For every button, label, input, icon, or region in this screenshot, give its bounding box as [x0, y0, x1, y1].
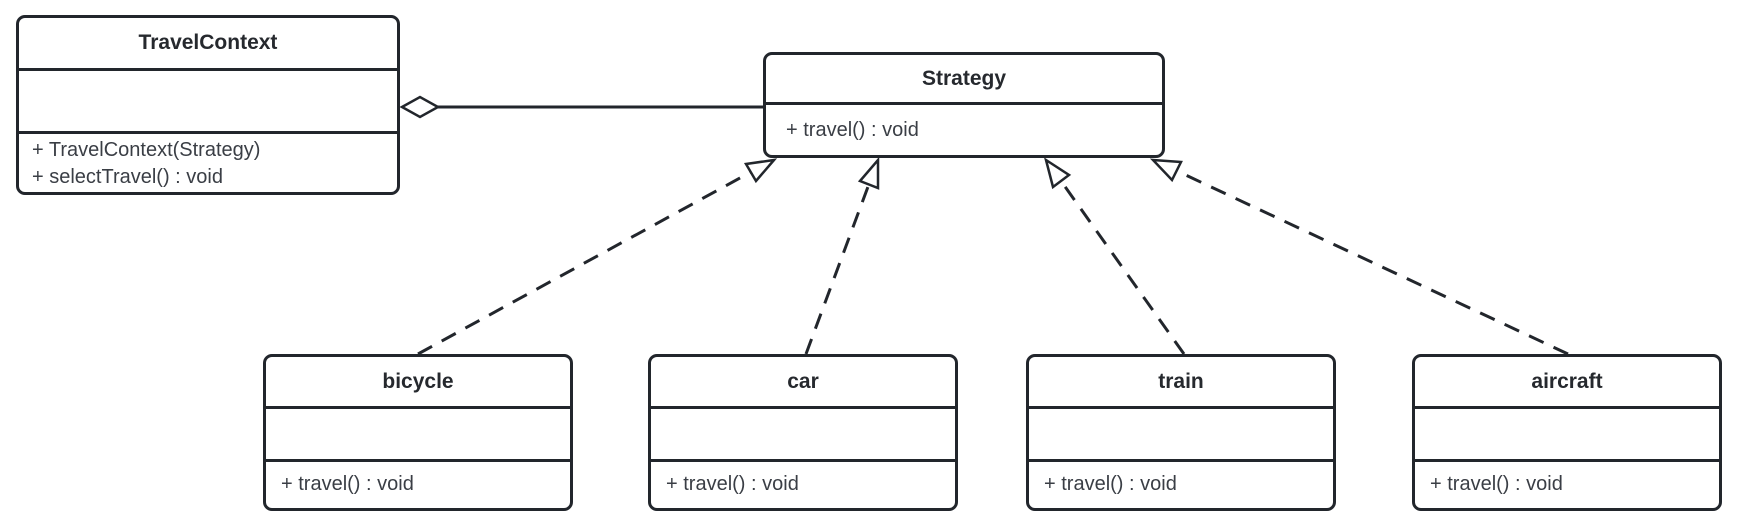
- methods-compartment: + travel() : void: [266, 459, 570, 508]
- class-box-travelcontext: TravelContext + TravelContext(Strategy) …: [16, 15, 400, 195]
- class-name: car: [787, 369, 819, 393]
- method-label: + travel() : void: [1430, 473, 1563, 495]
- class-name: train: [1158, 369, 1204, 393]
- class-name: Strategy: [921, 66, 1007, 90]
- methods-compartment: + TravelContext(Strategy) + selectTravel…: [19, 131, 397, 192]
- class-box-car: car + travel() : void: [648, 354, 958, 511]
- realization-line-car-strategy: [804, 183, 871, 355]
- class-box-strategy: Strategy + travel() : void: [763, 52, 1165, 158]
- method-label: + selectTravel() : void: [32, 166, 223, 188]
- realization-line-bicycle-strategy: [417, 170, 752, 356]
- method-label: + travel() : void: [666, 473, 799, 495]
- methods-compartment: + travel() : void: [1029, 459, 1333, 508]
- attributes-compartment: [19, 68, 397, 131]
- class-name: aircraft: [1531, 369, 1603, 393]
- method-label: + travel() : void: [786, 119, 919, 141]
- attributes-compartment: [266, 406, 570, 459]
- attributes-compartment: [651, 406, 955, 459]
- attributes-compartment: [1029, 406, 1333, 459]
- class-box-aircraft: aircraft + travel() : void: [1412, 354, 1722, 511]
- method-label: + travel() : void: [1044, 473, 1177, 495]
- class-name: bicycle: [382, 369, 454, 393]
- class-box-train: train + travel() : void: [1026, 354, 1336, 511]
- realization-arrowhead-icon: [857, 156, 880, 190]
- method-label: + travel() : void: [281, 473, 414, 495]
- class-box-bicycle: bicycle + travel() : void: [263, 354, 573, 511]
- realization-arrowhead-icon: [743, 158, 778, 184]
- aggregation-diamond-icon: [399, 95, 441, 119]
- method-label: + TravelContext(Strategy): [32, 139, 261, 161]
- class-name: TravelContext: [138, 31, 278, 54]
- realization-arrowhead-icon: [1149, 158, 1183, 183]
- methods-compartment: + travel() : void: [1415, 459, 1719, 508]
- realization-arrowhead-icon: [1043, 157, 1072, 190]
- attributes-compartment: [1415, 406, 1719, 459]
- realization-line-aircraft-strategy: [1176, 169, 1569, 356]
- methods-compartment: + travel() : void: [766, 102, 1162, 155]
- methods-compartment: + travel() : void: [651, 459, 955, 508]
- realization-line-train-strategy: [1059, 180, 1186, 355]
